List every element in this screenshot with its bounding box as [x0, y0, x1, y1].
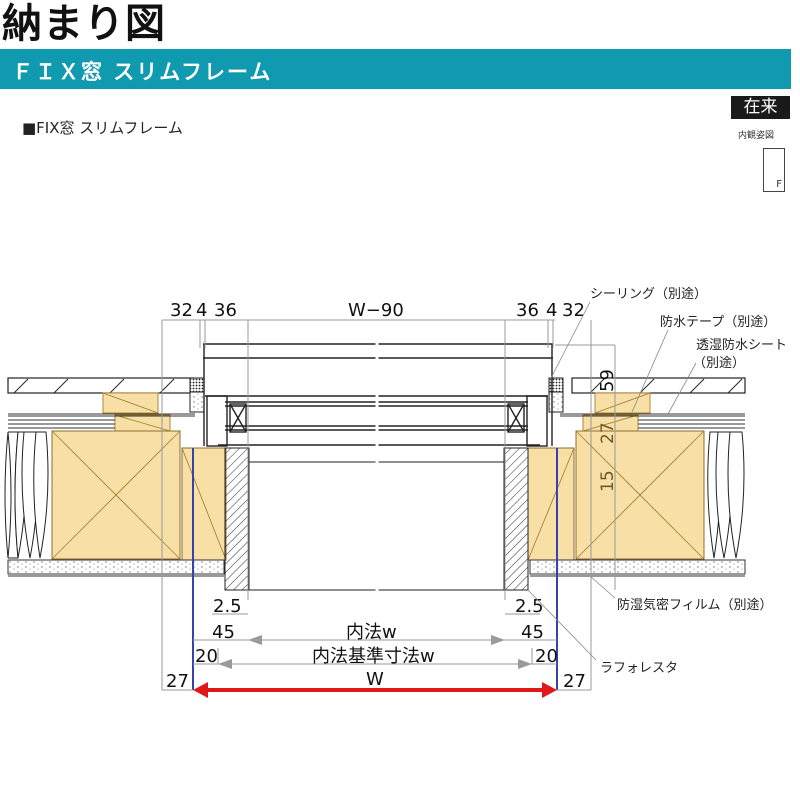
dim-right-27: 27 — [563, 671, 586, 692]
dim-vertical-27: 27 — [598, 422, 618, 444]
dim-top-right-32: 32 — [562, 300, 585, 321]
callout-breathable-sheet-note: （別途） — [693, 355, 745, 371]
callout-waterproof-tape: 防水テープ（別途） — [660, 314, 776, 330]
dim-overall-w: W — [366, 669, 384, 690]
dim-right-2-5: 2.5 — [515, 596, 544, 617]
dim-top-right-36: 36 — [516, 300, 539, 321]
callout-lath: ラフォレスタ — [600, 661, 678, 676]
dim-right-45: 45 — [521, 622, 544, 643]
dim-vertical-15: 15 — [598, 470, 618, 492]
dim-top-left-36: 36 — [214, 300, 237, 321]
dim-top-center: W−90 — [348, 300, 404, 321]
dim-left-20: 20 — [195, 646, 218, 667]
callout-vapor-film: 防湿気密フィルム（別途） — [617, 597, 772, 613]
dim-top-left-32: 32 — [170, 300, 193, 321]
dim-top-right-4: 4 — [546, 300, 557, 321]
view-icon-letter: F — [776, 179, 782, 190]
window-elevation-icon: F — [763, 148, 785, 192]
section-header-label: ＦＩＸ窓 スリムフレーム — [12, 60, 273, 84]
section-header-bar: ＦＩＸ窓 スリムフレーム — [0, 49, 791, 89]
dim-right-20: 20 — [535, 646, 558, 667]
callout-sealing: シーリング（別途） — [590, 286, 707, 302]
drawing-subtitle: ■FIX窓 スリムフレーム — [22, 119, 183, 137]
page-title: 納まり図 — [2, 1, 166, 47]
dim-vertical-59: 59 — [597, 369, 618, 392]
dim-left-2-5: 2.5 — [213, 596, 242, 617]
dim-inner-ref-w: 内法基準寸法w — [312, 646, 435, 667]
overall-width-arrow — [193, 682, 557, 698]
dim-left-45: 45 — [212, 622, 235, 643]
construction-type-badge: 在来 — [731, 96, 790, 119]
interior-view-label: 内観姿図 — [738, 131, 775, 141]
callout-breathable-sheet: 透湿防水シート — [696, 337, 787, 353]
insulation — [4, 431, 745, 559]
dim-left-27: 27 — [166, 671, 189, 692]
dim-top-left-4: 4 — [196, 300, 207, 321]
dim-inner-w: 内法w — [346, 622, 397, 643]
